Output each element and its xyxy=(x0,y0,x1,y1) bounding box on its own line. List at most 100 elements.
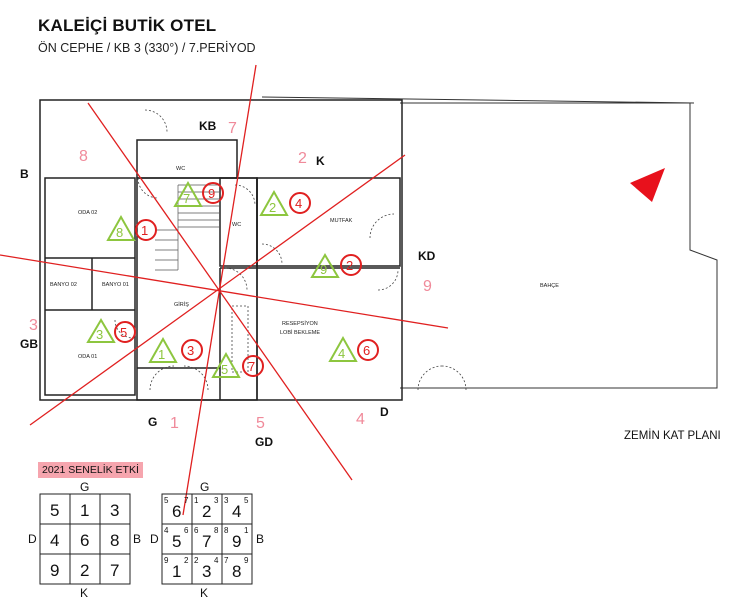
num-k: 2 xyxy=(298,150,307,167)
room-wc-1: WC xyxy=(176,166,185,172)
grid1-cell: 2 xyxy=(80,561,89,580)
grid2-cell-small: 1 xyxy=(194,496,199,505)
grid1-cell: 5 xyxy=(50,501,59,520)
grid2-cell-small: 6 xyxy=(194,526,199,535)
room-oda-02: ODA 02 xyxy=(78,210,97,216)
grid2-cell-small: 8 xyxy=(224,526,229,535)
grid2-cell-small: 3 xyxy=(224,496,229,505)
annual-grid xyxy=(39,493,131,585)
grid2-cell: 3 xyxy=(202,562,211,581)
grid2-cell-small: 2 xyxy=(194,556,199,565)
grid2-cell-small: 6 xyxy=(184,526,189,535)
grid2-cell-small: 5 xyxy=(244,496,249,505)
page-subtitle: ÖN CEPHE / KB 3 (330°) / 7.PERİYOD xyxy=(38,41,256,55)
marker-8-triangle: 4 xyxy=(338,346,345,361)
room-resepsiyon: RESEPSİYON xyxy=(282,320,318,327)
room-lobi: LOBİ BEKLEME xyxy=(280,329,320,336)
grid1-cell: 8 xyxy=(110,531,119,550)
dir-g: G xyxy=(148,415,157,429)
grid2-cell-small: 4 xyxy=(164,526,169,535)
room-bahce: BAHÇE xyxy=(540,283,559,289)
num-g: 1 xyxy=(170,415,179,432)
marker-8: 4 6 xyxy=(328,335,379,362)
marker-2-circle: 1 xyxy=(141,223,148,238)
grid2-cell-small: 4 xyxy=(214,556,219,565)
marker-4-circle: 2 xyxy=(346,258,353,273)
marker-7-circle: 7 xyxy=(248,359,255,374)
grid2-cell: 4 xyxy=(232,502,241,521)
marker-7-triangle: 5 xyxy=(221,362,228,377)
dir-b: B xyxy=(20,167,29,181)
marker-5-triangle: 3 xyxy=(96,327,103,342)
combined-grid xyxy=(161,493,253,585)
grid2-cell-small: 8 xyxy=(214,526,219,535)
room-mutfak: MUTFAK xyxy=(330,218,353,224)
grid2-cell: 6 xyxy=(172,502,181,521)
grid2-cell-small: 9 xyxy=(244,556,249,565)
grid2-cell-small: 1 xyxy=(244,526,249,535)
grid1-cell: 7 xyxy=(110,561,119,580)
marker-6-circle: 3 xyxy=(187,343,194,358)
marker-3: 2 4 xyxy=(259,189,311,216)
dir-gd: GD xyxy=(255,435,273,449)
grid2-cell: 2 xyxy=(202,502,211,521)
room-banyo-02: BANYO 02 xyxy=(50,282,77,288)
marker-7: 5 7 xyxy=(211,351,264,378)
grid2-cell: 1 xyxy=(172,562,181,581)
num-b: 8 xyxy=(79,148,88,165)
num-gb: 3 xyxy=(29,317,38,334)
site-boundary xyxy=(261,96,718,389)
marker-3-circle: 4 xyxy=(295,196,302,211)
grid1-cell: 4 xyxy=(50,531,59,550)
dir-k: K xyxy=(316,154,325,168)
marker-1: 7 9 xyxy=(173,180,224,207)
grid2-cell-small: 7 xyxy=(184,496,189,505)
direction-lines xyxy=(0,64,449,516)
grid1-cell: 6 xyxy=(80,531,89,550)
grid2-cell: 8 xyxy=(232,562,241,581)
grid2-cell-small: 9 xyxy=(164,556,169,565)
north-arrow xyxy=(630,168,665,202)
dir-kd: KD xyxy=(418,249,436,263)
marker-5-circle: 5 xyxy=(120,325,127,340)
grid2-bottom: K xyxy=(200,586,208,600)
room-giris: GİRİŞ xyxy=(174,301,189,308)
room-banyo-01: BANYO 01 xyxy=(102,282,129,288)
room-oda-01: ODA 01 xyxy=(78,354,97,360)
grid2-cell: 9 xyxy=(232,532,241,551)
plan-label: ZEMİN KAT PLANI xyxy=(624,430,721,442)
num-kb: 7 xyxy=(228,120,237,137)
marker-6-triangle: 1 xyxy=(158,347,165,362)
dir-gb: GB xyxy=(20,337,38,351)
marker-1-circle: 9 xyxy=(208,186,215,201)
marker-4-triangle: 9 xyxy=(320,262,327,277)
annual-effect-badge: 2021 SENELİK ETKİ xyxy=(38,462,143,478)
marker-2: 8 1 xyxy=(106,214,157,241)
grid1-cell: 9 xyxy=(50,561,59,580)
grid2-cell-small: 7 xyxy=(224,556,229,565)
dir-kb: KB xyxy=(199,119,217,133)
grid2-cell-small: 3 xyxy=(214,496,219,505)
grid2-cell-small: 2 xyxy=(184,556,189,565)
marker-1-triangle: 7 xyxy=(183,191,190,206)
grid1-bottom: K xyxy=(80,586,88,600)
marker-4: 9 2 xyxy=(310,253,362,278)
grid1-left: D xyxy=(28,532,37,546)
grid2-left: D xyxy=(150,532,159,546)
marker-8-circle: 6 xyxy=(363,343,370,358)
grid1-cell: 3 xyxy=(110,501,119,520)
grid1-right: B xyxy=(133,532,141,546)
num-d: 4 xyxy=(356,411,365,428)
marker-6: 1 3 xyxy=(148,336,203,363)
page-title: KALEİÇİ BUTİK OTEL xyxy=(38,16,217,35)
grid2-cell: 7 xyxy=(202,532,211,551)
num-gd: 5 xyxy=(256,415,265,432)
marker-5: 3 5 xyxy=(86,318,136,343)
grid2-cell: 5 xyxy=(172,532,181,551)
grid2-cell-small: 5 xyxy=(164,496,169,505)
grid1-cell: 1 xyxy=(80,501,89,520)
room-wc-2: WC xyxy=(232,222,241,228)
num-kd: 9 xyxy=(423,278,432,295)
grid2-top: G xyxy=(200,480,209,494)
